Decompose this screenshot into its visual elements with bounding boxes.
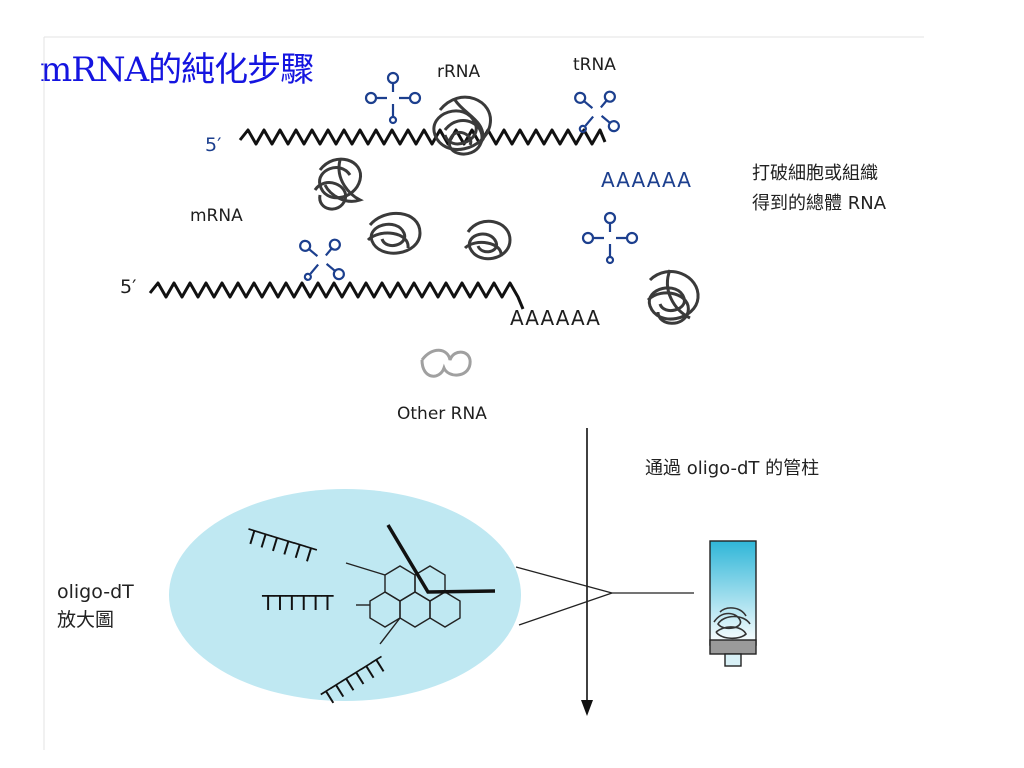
rrna-blob-mid2 bbox=[463, 219, 512, 261]
zoom-label-line1: oligo-dT bbox=[57, 581, 134, 603]
oligo-dt-chain-2: TTTTTT bbox=[262, 591, 334, 615]
trna-icon-4 bbox=[581, 211, 639, 265]
extract-step-line2: 得到的總體 RNA bbox=[752, 193, 887, 214]
rrna-blob-top bbox=[432, 95, 492, 156]
column-step-label: 通過 oligo-dT 的管柱 bbox=[645, 458, 820, 479]
extract-step-line1: 打破細胞或組織 bbox=[752, 163, 878, 184]
rrna-tangles bbox=[313, 95, 700, 325]
oligo-dt-column bbox=[709, 540, 757, 667]
rrna-blob-left bbox=[313, 157, 364, 211]
trna-icon-2 bbox=[574, 90, 620, 133]
trna-icon-1 bbox=[364, 71, 422, 125]
polya-tail-label-2: AAAAAA bbox=[510, 306, 601, 330]
column-bound-mrna bbox=[713, 607, 751, 640]
zoom-label-line2: 放大圖 bbox=[57, 609, 115, 631]
bound-mrna-strand bbox=[386, 524, 496, 594]
mrna-strand-1 bbox=[238, 128, 607, 146]
flow-arrow-head bbox=[581, 700, 593, 716]
other-rna-label: Other RNA bbox=[397, 404, 487, 424]
mrna-strand-2 bbox=[148, 281, 525, 310]
rrna-blob-right bbox=[646, 269, 700, 325]
five-prime-label-1: 5′ bbox=[205, 134, 222, 156]
rrna-label: rRNA bbox=[437, 62, 481, 82]
trna-icons bbox=[299, 71, 639, 281]
polya-tail-label-1: AAAAAA bbox=[601, 168, 692, 192]
rrna-blob-mid1 bbox=[366, 211, 422, 255]
trna-icon-3 bbox=[299, 238, 345, 281]
other-rna-blob bbox=[420, 348, 472, 378]
zoom-connector-lines bbox=[515, 566, 694, 626]
trna-label: tRNA bbox=[573, 55, 616, 75]
five-prime-label-2: 5′ bbox=[120, 276, 137, 298]
mrna-label: mRNA bbox=[190, 206, 243, 226]
oligo-dt-zoom-ellipse bbox=[169, 489, 521, 701]
page-title: mRNA的純化步驟 bbox=[40, 50, 314, 90]
